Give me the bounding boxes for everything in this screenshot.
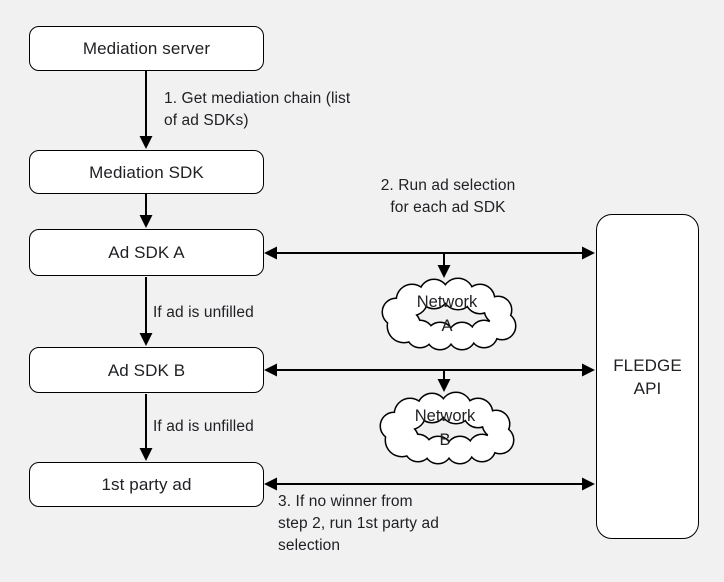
node-ad-sdk-a: Ad SDK A xyxy=(29,229,264,276)
annotation-step3: 3. If no winner from step 2, run 1st par… xyxy=(278,493,439,554)
annotation-if-unfilled-a: If ad is unfilled xyxy=(153,304,254,321)
network-a-label: Network A xyxy=(416,293,478,335)
network-b-label: Network B xyxy=(414,407,476,449)
node-mediation-sdk: Mediation SDK xyxy=(29,150,264,194)
network-a-cloud xyxy=(381,277,517,351)
node-mediation-server: Mediation server xyxy=(29,26,264,71)
annotation-step2: 2. Run ad selection for each ad SDK xyxy=(380,177,516,216)
node-first-party-ad: 1st party ad xyxy=(29,462,264,507)
annotation-if-unfilled-b: If ad is unfilled xyxy=(153,418,254,435)
network-b-cloud xyxy=(379,391,515,465)
annotation-step1: 1. Get mediation chain (list of ad SDKs) xyxy=(164,90,351,129)
node-fledge-api: FLEDGE API xyxy=(596,214,699,539)
node-ad-sdk-b: Ad SDK B xyxy=(29,347,264,393)
